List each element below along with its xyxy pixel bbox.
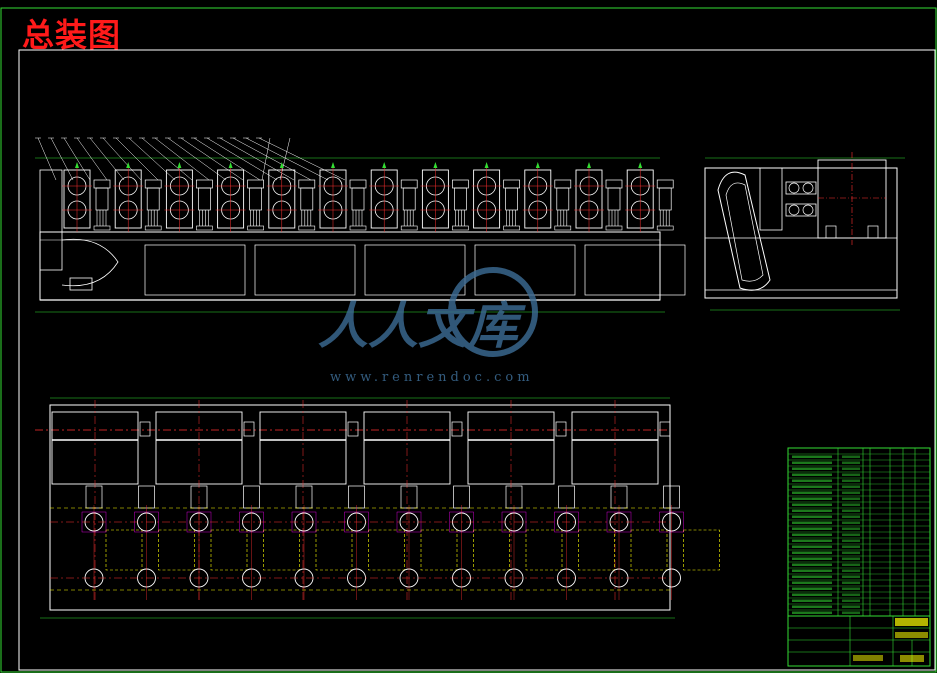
leader-line bbox=[258, 137, 346, 181]
front-roll-stand bbox=[318, 162, 367, 232]
front-view bbox=[35, 137, 686, 313]
front-roll-stand bbox=[215, 162, 264, 232]
plan-roll-pair bbox=[449, 485, 510, 600]
plan-roll-pair bbox=[134, 485, 195, 600]
leader-line bbox=[63, 137, 91, 181]
title-block bbox=[787, 615, 931, 667]
bom-table bbox=[787, 447, 931, 617]
leader-line bbox=[279, 137, 291, 181]
plan-roll-pair bbox=[659, 485, 720, 600]
leader-line bbox=[141, 137, 193, 181]
front-roll-stand bbox=[420, 162, 469, 232]
feed-guide bbox=[39, 169, 63, 271]
plan-roll-pair bbox=[81, 485, 143, 600]
plan-roll-pair bbox=[606, 485, 668, 600]
plan-stand bbox=[51, 400, 151, 600]
front-roll-stand bbox=[62, 162, 111, 232]
leader-line bbox=[206, 137, 278, 181]
leader-line bbox=[37, 137, 57, 181]
plan-view bbox=[35, 397, 720, 619]
plan-roll-pair bbox=[396, 485, 458, 600]
leader-line bbox=[76, 137, 108, 181]
side-belt bbox=[717, 171, 771, 291]
front-roll-stand bbox=[471, 162, 520, 232]
plan-roll-pair bbox=[291, 485, 353, 600]
leader-line bbox=[89, 137, 125, 181]
leader-line bbox=[50, 137, 74, 181]
front-roll-stand bbox=[164, 162, 213, 232]
base-panel bbox=[584, 244, 686, 296]
plan-stand bbox=[259, 400, 359, 600]
plan-stand bbox=[363, 400, 463, 600]
leader-line bbox=[128, 137, 176, 181]
watermark-brand: 人人文库 bbox=[318, 296, 526, 355]
leader-line bbox=[154, 137, 210, 181]
leader-line bbox=[261, 137, 271, 181]
watermark-logo: 人人文库 bbox=[318, 267, 538, 357]
plan-outline bbox=[49, 404, 671, 611]
side-roll bbox=[785, 181, 817, 195]
base-panel bbox=[474, 244, 576, 296]
base-frame bbox=[39, 231, 661, 301]
front-roll-stand bbox=[625, 162, 674, 232]
base-panel bbox=[144, 244, 246, 296]
side-view bbox=[704, 152, 905, 311]
front-roll-stand bbox=[522, 162, 572, 232]
watermark-url: www.renrendoc.com bbox=[330, 370, 534, 385]
feed-guide-curve bbox=[61, 238, 119, 287]
side-roll bbox=[785, 203, 817, 217]
leader-line bbox=[232, 137, 312, 181]
side-base bbox=[704, 167, 898, 299]
plan-stand bbox=[467, 400, 567, 600]
leader-line bbox=[180, 137, 244, 181]
drawing-title: 总装图 bbox=[22, 16, 122, 54]
leader-line bbox=[102, 137, 142, 181]
front-roll-stand bbox=[574, 162, 623, 232]
leader-line bbox=[219, 137, 295, 181]
base-panel bbox=[254, 244, 356, 296]
plan-stand bbox=[571, 400, 671, 600]
front-roll-stand bbox=[369, 162, 418, 232]
plan-roll-pair bbox=[186, 485, 248, 600]
front-roll-stand bbox=[266, 162, 316, 232]
leader-line bbox=[193, 137, 261, 181]
sheet-inner-frame bbox=[18, 49, 936, 671]
plan-roll-pair bbox=[344, 485, 405, 600]
leader-line bbox=[167, 137, 227, 181]
plan-roll-pair bbox=[239, 485, 300, 600]
leader-line bbox=[115, 137, 159, 181]
leader-line bbox=[245, 137, 329, 181]
base-panel bbox=[364, 244, 466, 296]
sheet-outer-border bbox=[0, 7, 937, 673]
plan-roll-pair bbox=[554, 485, 615, 600]
front-roll-stand bbox=[113, 162, 162, 232]
motor bbox=[69, 277, 93, 291]
